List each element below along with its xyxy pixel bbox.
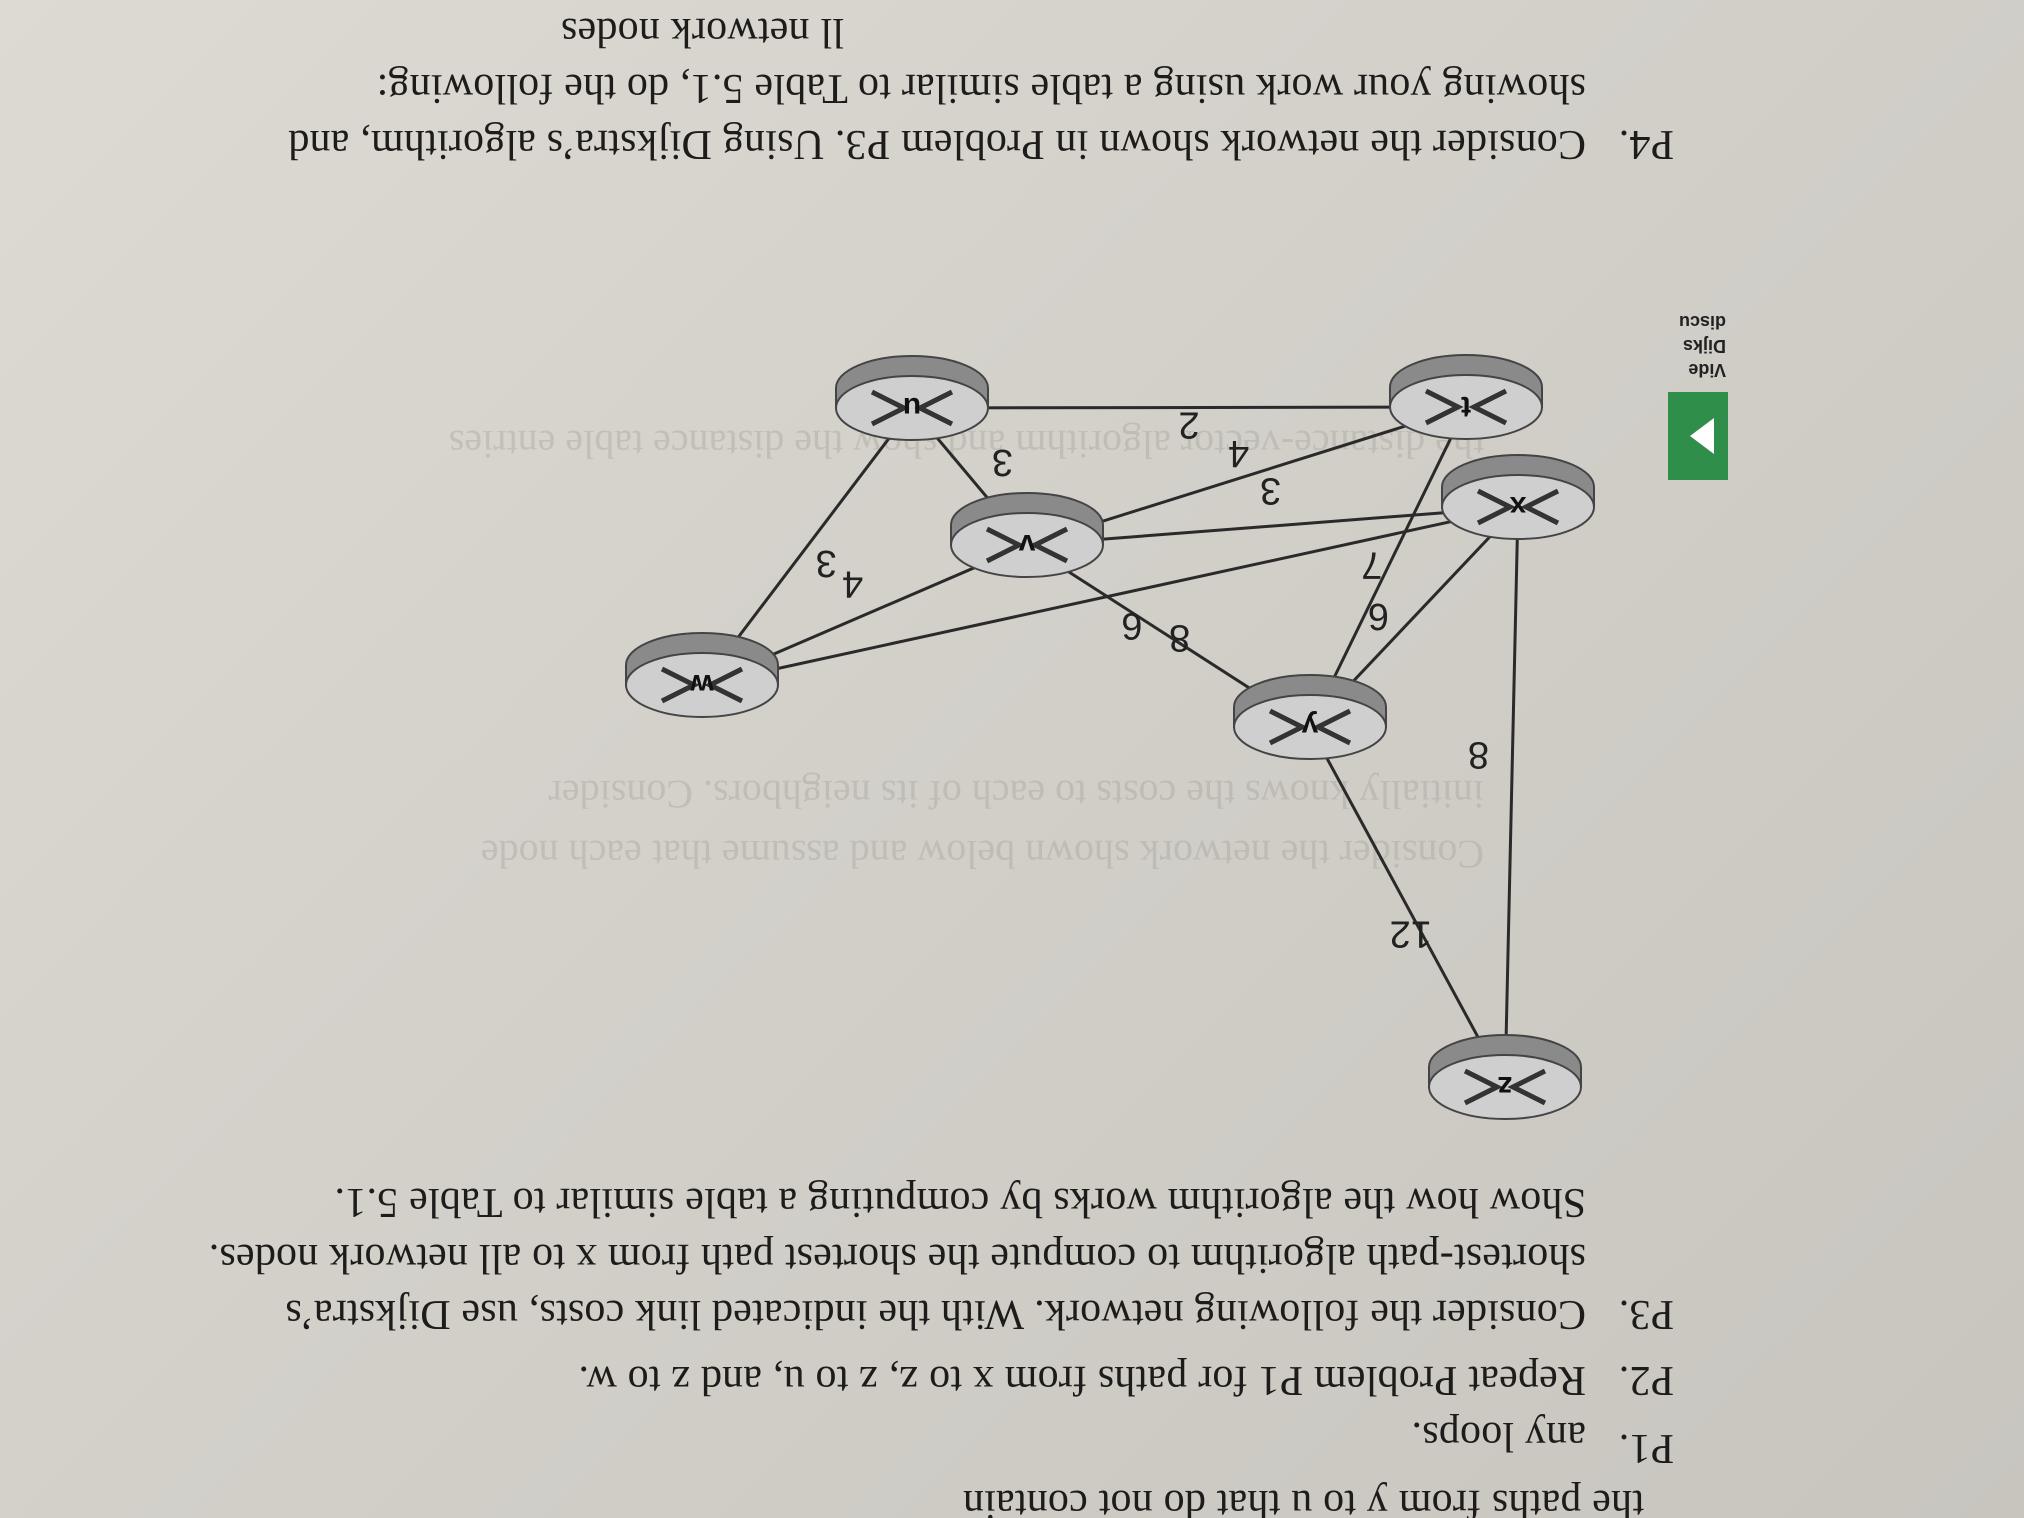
p4-line1: Consider the network shown in Problem P3… (288, 121, 1586, 167)
router-label-w: w (690, 668, 715, 701)
router-arrows-icon (660, 666, 744, 704)
play-icon (1690, 418, 1714, 454)
link-cost-z-y: 12 (1390, 913, 1432, 955)
link-cost-v-u: 3 (992, 441, 1013, 483)
link-cost-x-w: 6 (1121, 604, 1142, 646)
router-arrows-icon (1268, 708, 1352, 746)
router-arrows-icon (870, 389, 954, 427)
link-cost-y-v: 8 (1169, 616, 1190, 658)
link-cost-z-x: 8 (1468, 734, 1489, 776)
link-cost-y-t: 7 (1361, 544, 1382, 586)
router-w: w (625, 632, 779, 718)
router-y: y (1233, 674, 1387, 760)
network-edges (700, 405, 1520, 1088)
router-label-y: y (1301, 710, 1318, 743)
router-z: z (1428, 1034, 1582, 1120)
router-label-t: t (1461, 390, 1471, 423)
router-label-z: z (1498, 1070, 1513, 1103)
router-arrows-icon (1424, 388, 1508, 426)
link-cost-y-x: 6 (1368, 595, 1389, 637)
link-x-w (701, 505, 1519, 687)
router-x: x (1441, 454, 1595, 540)
network-nodes: z y t x v u w (625, 354, 1595, 1120)
video-note-line2: Dijks (1682, 336, 1726, 356)
link-cost-v-w: 4 (842, 562, 863, 604)
link-cost-v-x: 3 (1260, 470, 1281, 512)
p4-line2: showing your work using a table similar … (376, 65, 1586, 111)
link-z-x (1503, 506, 1520, 1088)
p4-label: P4. (1618, 121, 1674, 167)
link-cost-t-u: 2 (1178, 404, 1199, 446)
link-cost-u-w: 3 (816, 542, 837, 584)
router-v: v (950, 492, 1104, 578)
router-u: u (835, 355, 989, 441)
link-z-y (1308, 726, 1507, 1088)
video-note-line1: Vide (1688, 360, 1726, 380)
router-t: t (1389, 354, 1543, 440)
link-y-t (1308, 406, 1468, 728)
router-label-v: v (1018, 528, 1035, 561)
router-arrows-icon (1463, 1068, 1547, 1106)
link-cost-t-v: 4 (1228, 432, 1249, 474)
video-note-tab[interactable] (1668, 392, 1728, 480)
router-arrows-icon (1476, 488, 1560, 526)
router-label-x: x (1509, 490, 1526, 523)
link-v-x (1026, 505, 1519, 547)
video-note-line3: discu (1678, 312, 1726, 332)
p4-bottom-fragment: ll network nodes (560, 9, 844, 55)
router-label-u: u (903, 391, 921, 424)
link-t-u (911, 405, 1467, 410)
router-arrows-icon (985, 526, 1069, 564)
